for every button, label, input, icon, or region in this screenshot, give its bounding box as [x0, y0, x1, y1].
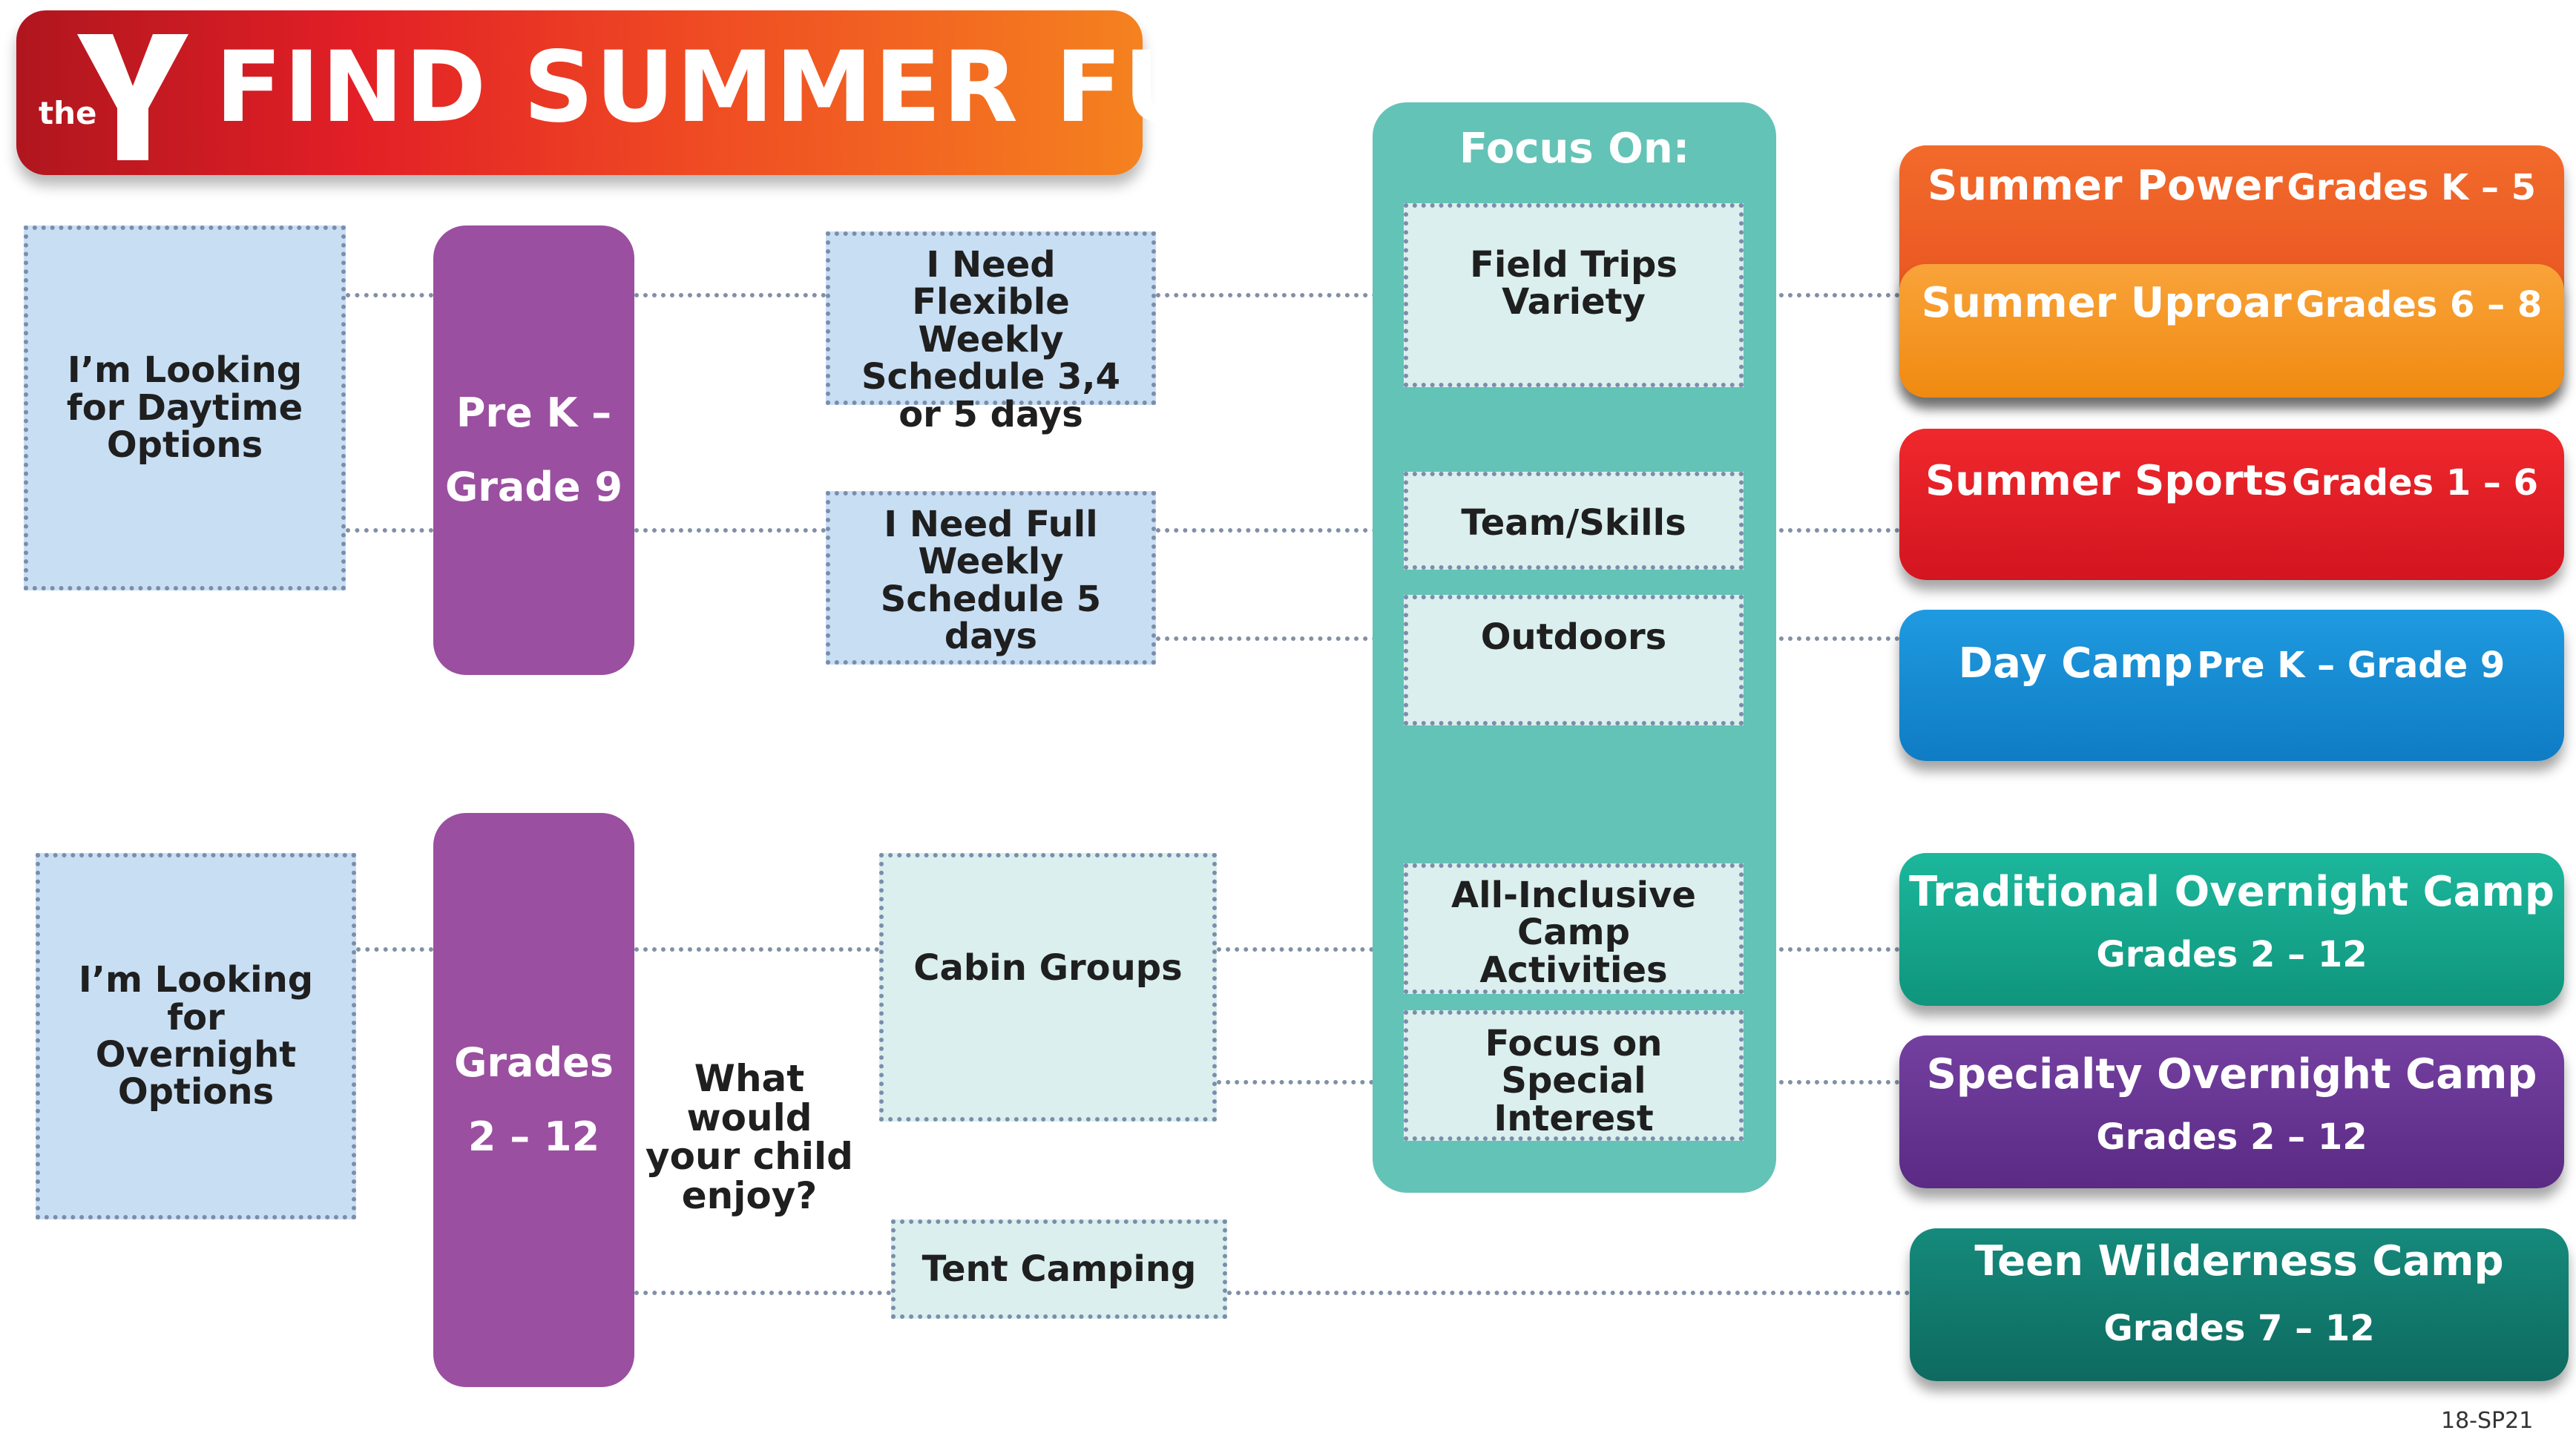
- connector-line: [634, 293, 826, 297]
- cabin-groups-label: Cabin Groups: [913, 947, 1183, 989]
- question-text: What would your child enjoy?: [645, 1057, 853, 1217]
- summer-uproar-grades: Grades 6 – 8: [2296, 284, 2543, 326]
- connector-line: [1156, 636, 1404, 641]
- connector-line: [346, 528, 433, 533]
- traditional-overnight-camp-name: Traditional Overnight Camp: [1909, 868, 2554, 916]
- teen-wilderness-camp-grades: Grades 7 – 12: [2103, 1308, 2375, 1349]
- focus-outdoors-box: Outdoors: [1404, 595, 1744, 725]
- teen-wilderness-camp-name: Teen Wilderness Camp: [1974, 1237, 2504, 1285]
- grades-prek-9-column: Pre K – Grade 9: [433, 225, 634, 675]
- summer-sports-name: Summer Sports: [1925, 457, 2288, 505]
- logo-the-text: the: [39, 95, 97, 131]
- tent-camping-label: Tent Camping: [921, 1248, 1197, 1290]
- focus-team-skills-label: Team/Skills: [1461, 502, 1686, 544]
- summer-power-grades: Grades K – 5: [2287, 167, 2537, 208]
- day-camp-button[interactable]: Day Camp Pre K – Grade 9: [1899, 610, 2564, 761]
- connector-line: [1227, 1291, 1910, 1295]
- full-schedule-label: I Need Full Weekly Schedule 5 days: [880, 504, 1102, 658]
- day-camp-name: Day Camp: [1958, 639, 2193, 688]
- focus-field-trips-box: Field Trips Variety: [1404, 203, 1744, 387]
- summer-sports-label: Summer Sports Grades 1 – 6: [1899, 429, 2564, 505]
- grades-prek-line1: Pre K –: [456, 389, 612, 437]
- specialty-overnight-camp-grades: Grades 2 – 12: [2096, 1116, 2368, 1158]
- summer-uproar-button[interactable]: Summer Uproar Grades 6 – 8: [1899, 264, 2564, 398]
- specialty-overnight-camp-button[interactable]: Specialty Overnight Camp Grades 2 – 12: [1899, 1035, 2564, 1188]
- grades-2-12-line1: Grades: [454, 1039, 614, 1087]
- flexible-schedule-label: I Need Flexible Weekly Schedule 3,4 or 5…: [861, 244, 1121, 435]
- overnight-options-label: I’m Looking for Overnight Options: [78, 959, 314, 1113]
- focus-outdoors-label: Outdoors: [1480, 616, 1667, 658]
- connector-line: [1217, 947, 1410, 952]
- focus-all-inclusive-label: All-Inclusive Camp Activities: [1451, 875, 1696, 991]
- overnight-options-box: I’m Looking for Overnight Options: [36, 853, 356, 1219]
- connector-line: [356, 947, 433, 952]
- focus-special-interest-box: Focus on Special Interest: [1404, 1010, 1744, 1141]
- focus-on-title: Focus On:: [1459, 125, 1690, 173]
- connector-line: [634, 528, 826, 533]
- summer-sports-button[interactable]: Summer Sports Grades 1 – 6: [1899, 429, 2564, 580]
- connector-line: [1744, 1080, 1899, 1084]
- connector-line: [634, 947, 879, 952]
- grades-2-12-line2: 2 – 12: [467, 1113, 600, 1160]
- summer-uproar-label: Summer Uproar Grades 6 – 8: [1899, 264, 2564, 327]
- day-camp-grades: Pre K – Grade 9: [2197, 645, 2506, 686]
- traditional-overnight-camp-button[interactable]: Traditional Overnight Camp Grades 2 – 12: [1899, 853, 2564, 1006]
- grades-prek-line2: Grade 9: [444, 464, 623, 510]
- footer-code: 18-SP21: [2441, 1408, 2534, 1434]
- full-schedule-box: I Need Full Weekly Schedule 5 days: [826, 491, 1156, 665]
- focus-special-interest-label: Focus on Special Interest: [1485, 1023, 1663, 1139]
- summer-sports-grades: Grades 1 – 6: [2292, 462, 2539, 504]
- summer-power-name: Summer Power: [1927, 162, 2283, 210]
- connector-line: [346, 293, 433, 297]
- daytime-options-box: I’m Looking for Daytime Options: [24, 225, 346, 590]
- flexible-schedule-box: I Need Flexible Weekly Schedule 3,4 or 5…: [826, 231, 1156, 433]
- grades-2-12-column: Grades 2 – 12: [433, 813, 634, 1387]
- cabin-groups-box: Cabin Groups: [879, 853, 1217, 1122]
- connector-line: [1744, 636, 1899, 641]
- connector-line: [1217, 1080, 1410, 1084]
- traditional-overnight-camp-grades: Grades 2 – 12: [2096, 934, 2368, 975]
- focus-team-skills-box: Team/Skills: [1404, 472, 1744, 570]
- connector-line: [634, 1291, 891, 1295]
- daytime-options-label: I’m Looking for Daytime Options: [66, 349, 303, 467]
- header-banner: [16, 10, 1143, 175]
- connector-line: [1744, 528, 1899, 533]
- teen-wilderness-camp-button[interactable]: Teen Wilderness Camp Grades 7 – 12: [1910, 1228, 2569, 1381]
- day-camp-label: Day Camp Pre K – Grade 9: [1899, 610, 2564, 688]
- connector-line: [1156, 528, 1404, 533]
- focus-field-trips-label: Field Trips Variety: [1470, 244, 1678, 323]
- connector-line: [1156, 293, 1404, 297]
- connector-line: [1744, 947, 1899, 952]
- specialty-overnight-camp-name: Specialty Overnight Camp: [1926, 1050, 2537, 1099]
- page-title: FIND SUMMER FUN: [215, 30, 1288, 145]
- summer-uproar-name: Summer Uproar: [1921, 279, 2292, 327]
- connector-line: [1744, 293, 1899, 297]
- summer-power-label: Summer Power Grades K – 5: [1899, 145, 2564, 210]
- tent-camping-box: Tent Camping: [891, 1219, 1227, 1319]
- focus-all-inclusive-box: All-Inclusive Camp Activities: [1404, 863, 1744, 994]
- ymca-logo-icon: [77, 34, 188, 160]
